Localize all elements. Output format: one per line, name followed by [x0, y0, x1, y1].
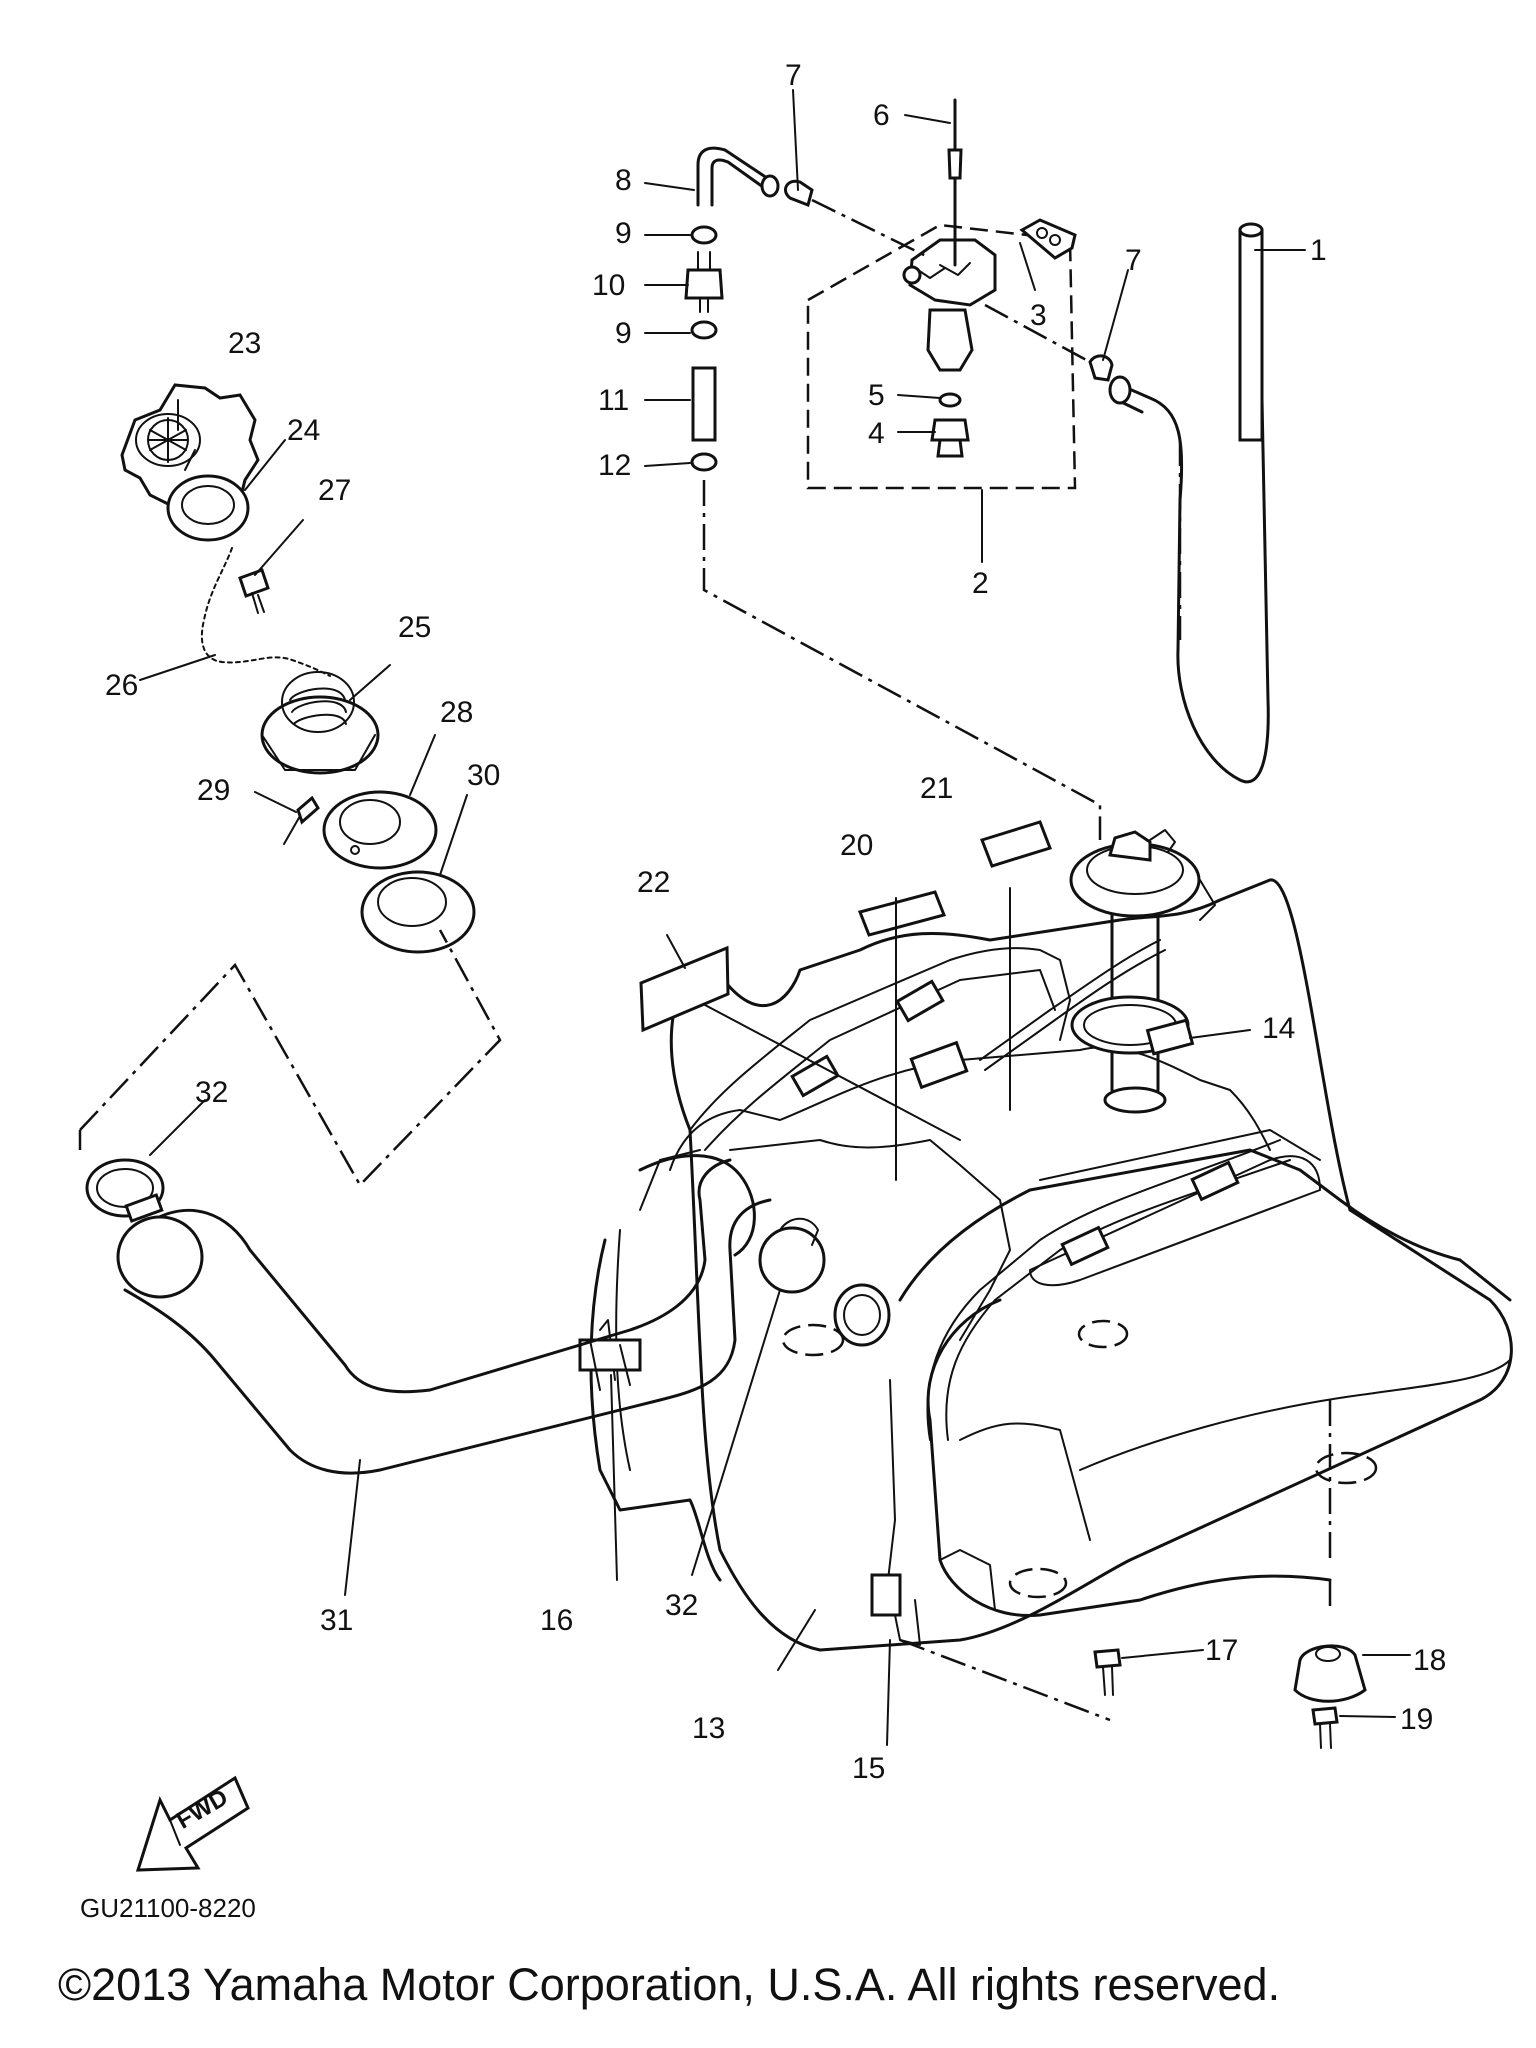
damper-18: [1293, 1644, 1367, 1703]
ring-30: [360, 870, 476, 954]
fwd-arrow-icon: [135, 1775, 250, 1872]
callout-8: 8: [615, 164, 632, 197]
fuel-tank: [578, 878, 1513, 1652]
figure-code: GU21100-8220: [80, 1893, 256, 1923]
callout-27: 27: [318, 474, 351, 507]
callout-22: 22: [637, 866, 670, 899]
clamp-9-upper: [690, 225, 718, 245]
callout-11: 11: [598, 384, 629, 417]
callout-9-lower: 9: [615, 317, 632, 350]
callout-14: 14: [1262, 1012, 1295, 1045]
callout-5: 5: [868, 379, 885, 412]
hose-8: [696, 146, 780, 207]
valve-10: [684, 251, 724, 313]
cap-gasket-24: [166, 449, 250, 542]
pump-group-outline-2: [806, 223, 1077, 490]
filler-cap-23: [120, 383, 260, 507]
callout-2: 2: [972, 567, 989, 600]
callout-numbers: 1 2 3 4 5 6 7 7 8 9 10 9 11 12 13 14 15 …: [105, 59, 1446, 1785]
breather-hose-1: [1238, 222, 1264, 442]
decal-22: [639, 945, 730, 1033]
filler-neck-25: [260, 671, 380, 775]
callout-26: 26: [105, 669, 138, 702]
clamp-14: [1070, 995, 1195, 1056]
leader-lines: [139, 89, 1411, 1746]
callout-20: 20: [840, 829, 873, 862]
callout-19: 19: [1400, 1703, 1433, 1736]
callout-3: 3: [1030, 299, 1047, 332]
callout-30: 30: [467, 759, 500, 792]
callout-31: 31: [320, 1604, 353, 1637]
hose-clamp-32-left: [85, 1158, 165, 1223]
pin-29: [283, 795, 320, 845]
decal-21: [980, 820, 1052, 868]
callout-4: 4: [868, 417, 885, 450]
filter-4: [930, 418, 970, 458]
callout-15: 15: [852, 1752, 885, 1785]
filler-hose: [116, 1154, 772, 1475]
clamp-9-lower: [690, 320, 718, 340]
copyright-notice: ©2013 Yamaha Motor Corporation, U.S.A. A…: [58, 1959, 1280, 2010]
callout-1: 1: [1310, 234, 1327, 267]
clamp-12: [690, 452, 718, 472]
fuel-pump-assembly: [902, 238, 997, 372]
connector-3: [1019, 218, 1077, 260]
callout-9-upper: 9: [615, 217, 632, 250]
pipe-11: [691, 366, 717, 442]
callout-21: 21: [920, 772, 953, 805]
clamp-7-right: [1088, 354, 1114, 382]
clamp-7-upper: [784, 179, 814, 208]
callout-25: 25: [398, 611, 431, 644]
callout-32-left: 32: [195, 1076, 228, 1109]
gasket-28: [322, 790, 438, 870]
callout-13: 13: [692, 1712, 725, 1745]
callout-16: 16: [540, 1604, 573, 1637]
bolt-17: [1093, 1648, 1122, 1696]
callout-23: 23: [228, 327, 261, 360]
sensor-6: [947, 98, 963, 267]
fuel-sender-unit: [909, 829, 1216, 1114]
callout-12: 12: [598, 449, 631, 482]
bolt-19: [1311, 1706, 1339, 1749]
screw-27: [238, 568, 270, 614]
callout-32-center: 32: [665, 1589, 698, 1622]
callout-7-right: 7: [1125, 244, 1142, 277]
washer-5: [938, 392, 962, 408]
callout-18: 18: [1413, 1644, 1446, 1677]
chain-26: [200, 547, 331, 677]
callout-6: 6: [873, 99, 890, 132]
callout-29: 29: [197, 774, 230, 807]
callout-24: 24: [287, 414, 320, 447]
return-hose-right: [1108, 375, 1270, 784]
callout-7-top: 7: [785, 59, 802, 92]
callout-17: 17: [1205, 1634, 1238, 1667]
callout-28: 28: [440, 696, 473, 729]
callout-10: 10: [592, 269, 625, 302]
assembly-lines: [78, 198, 1332, 1722]
decal-20: [857, 890, 947, 937]
